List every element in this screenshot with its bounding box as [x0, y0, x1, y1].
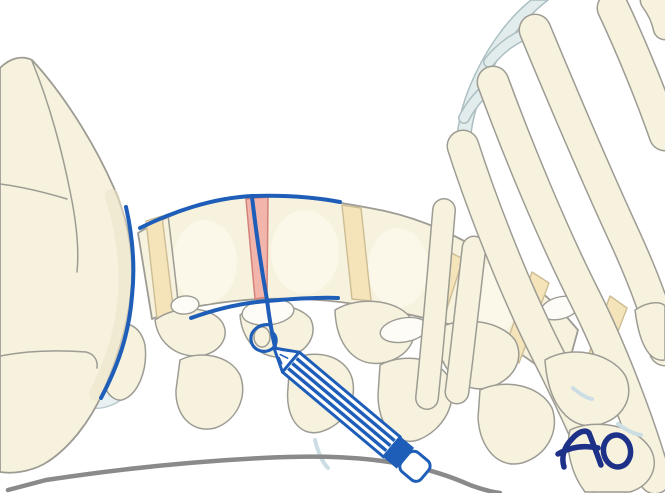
articular-process — [544, 351, 630, 427]
body-highlight — [271, 210, 339, 294]
iliac-shading — [89, 189, 133, 401]
incision-midline — [250, 195, 277, 349]
marking-hook — [249, 323, 278, 353]
ao-logo-letter-a-bar — [555, 443, 601, 457]
body-highlight — [173, 220, 237, 304]
transverse-process — [634, 302, 665, 361]
ao-logo-letter-o — [600, 432, 634, 470]
iliac-inner-line — [0, 183, 68, 200]
acetabulum-rim — [0, 350, 98, 369]
facet-cartilage-accent — [313, 438, 330, 470]
iliac-crest-marking — [99, 205, 136, 400]
pelvis — [0, 56, 133, 474]
facet-cartilage-accent — [616, 422, 643, 437]
articular-process — [334, 300, 416, 365]
rib — [641, 0, 665, 39]
body-highlight — [368, 228, 428, 308]
iliac-wing — [0, 56, 133, 474]
ao-logo: AO — [555, 428, 634, 470]
facet-knob — [170, 295, 200, 315]
skin-line — [5, 454, 503, 493]
rib — [598, 0, 665, 150]
spinous-process — [477, 383, 556, 465]
marking-pen — [272, 346, 432, 483]
rib — [416, 199, 455, 409]
pen-tip-hatching — [278, 349, 292, 365]
incision-markings — [99, 193, 342, 400]
rib — [478, 67, 665, 493]
pen-cap — [398, 449, 432, 483]
pen-stripes — [287, 357, 396, 452]
incision-line-lower — [189, 295, 340, 320]
rib — [446, 237, 485, 403]
facet-cartilage-accent — [571, 386, 594, 401]
iliac-crest-ridge — [31, 60, 79, 273]
articular-process — [154, 308, 226, 357]
transverse-process — [175, 354, 244, 430]
